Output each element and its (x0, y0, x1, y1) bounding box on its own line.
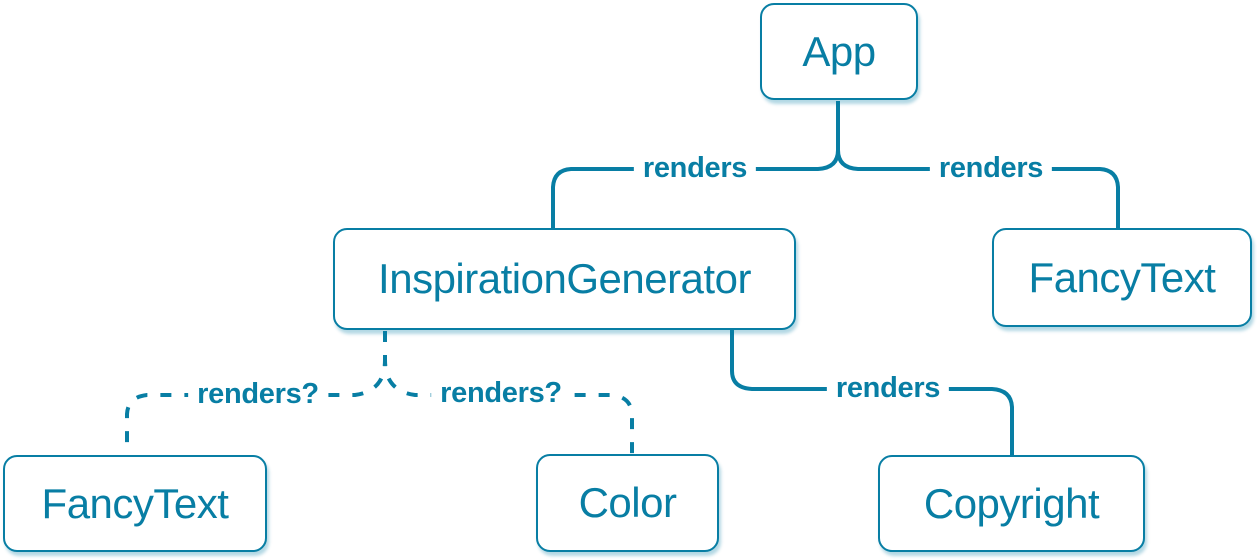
edge-label-renders-question-right: renders? (431, 377, 571, 411)
edge-label-renders-right: renders (929, 152, 1053, 186)
edge-label-renders-question-left: renders? (188, 378, 328, 412)
edge-label-renders-copyright: renders (826, 372, 950, 406)
node-fancy-text-top-label: FancyText (1028, 253, 1216, 301)
node-color-label: Color (578, 479, 677, 526)
node-inspiration-generator-label: InspirationGenerator (378, 255, 751, 302)
node-fancy-text-bottom: FancyText (3, 455, 267, 552)
node-app-label: App (802, 27, 876, 75)
node-app: App (760, 3, 918, 100)
node-fancy-text-bottom-label: FancyText (41, 479, 229, 527)
node-copyright: Copyright (878, 455, 1145, 552)
node-copyright-label: Copyright (923, 479, 1100, 527)
node-color: Color (536, 454, 719, 552)
edge-label-renders-left: renders (633, 152, 757, 186)
node-fancy-text-top: FancyText (992, 228, 1252, 327)
node-inspiration-generator: InspirationGenerator (333, 228, 796, 330)
